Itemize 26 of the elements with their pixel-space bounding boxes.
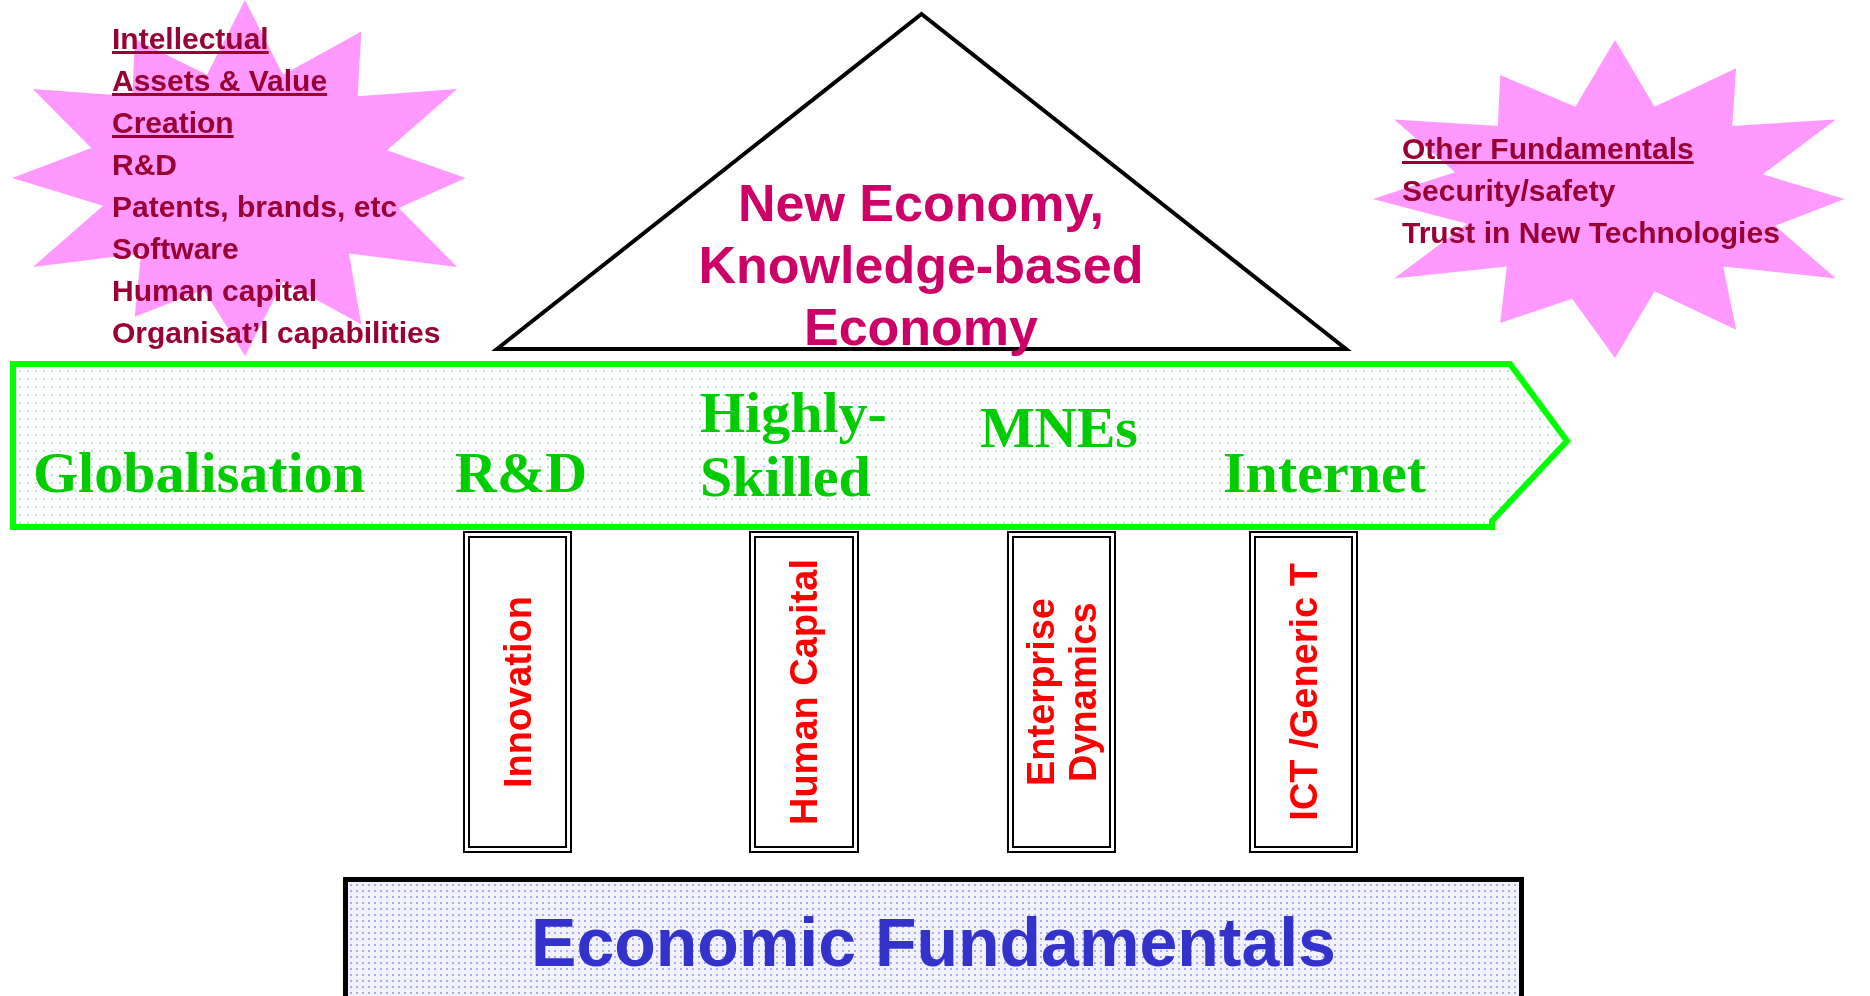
beam-label: MNEs <box>980 396 1138 460</box>
list-item: Software <box>112 231 239 267</box>
callout-heading: Other Fundamentals <box>1402 131 1694 167</box>
roof-title: New Economy, Knowledge-based Economy <box>697 173 1145 358</box>
beam-label: Globalisation <box>33 441 365 505</box>
list-item: Security/safety <box>1402 173 1616 209</box>
callout-heading: Intellectual Assets & Value Creation <box>112 21 329 141</box>
pillar-label: ICT /Generic T <box>1282 563 1325 821</box>
foundation-block <box>343 877 1524 996</box>
beam-label: R&D <box>455 441 588 505</box>
beam-banner <box>10 361 1570 531</box>
list-item: Organisat’l capabilities <box>112 315 441 351</box>
pillar <box>1249 531 1358 853</box>
list-item: Trust in New Technologies <box>1402 215 1780 251</box>
pillar-label: Human Capital <box>783 558 825 825</box>
list-item: Human capital <box>112 273 318 309</box>
beam-label: Internet <box>1223 441 1426 505</box>
foundation-title: Economic Fundamentals <box>530 903 1337 982</box>
list-item: Patents, brands, etc <box>112 189 398 225</box>
pillar <box>1007 531 1116 853</box>
beam-label: Highly-Skilled <box>700 381 888 509</box>
pillar-label: Enterprise Dynamics <box>1019 597 1104 788</box>
pillar <box>463 531 572 853</box>
pillar <box>749 531 859 853</box>
pillar-label: Innovation <box>496 595 539 789</box>
list-item: R&D <box>112 147 177 183</box>
